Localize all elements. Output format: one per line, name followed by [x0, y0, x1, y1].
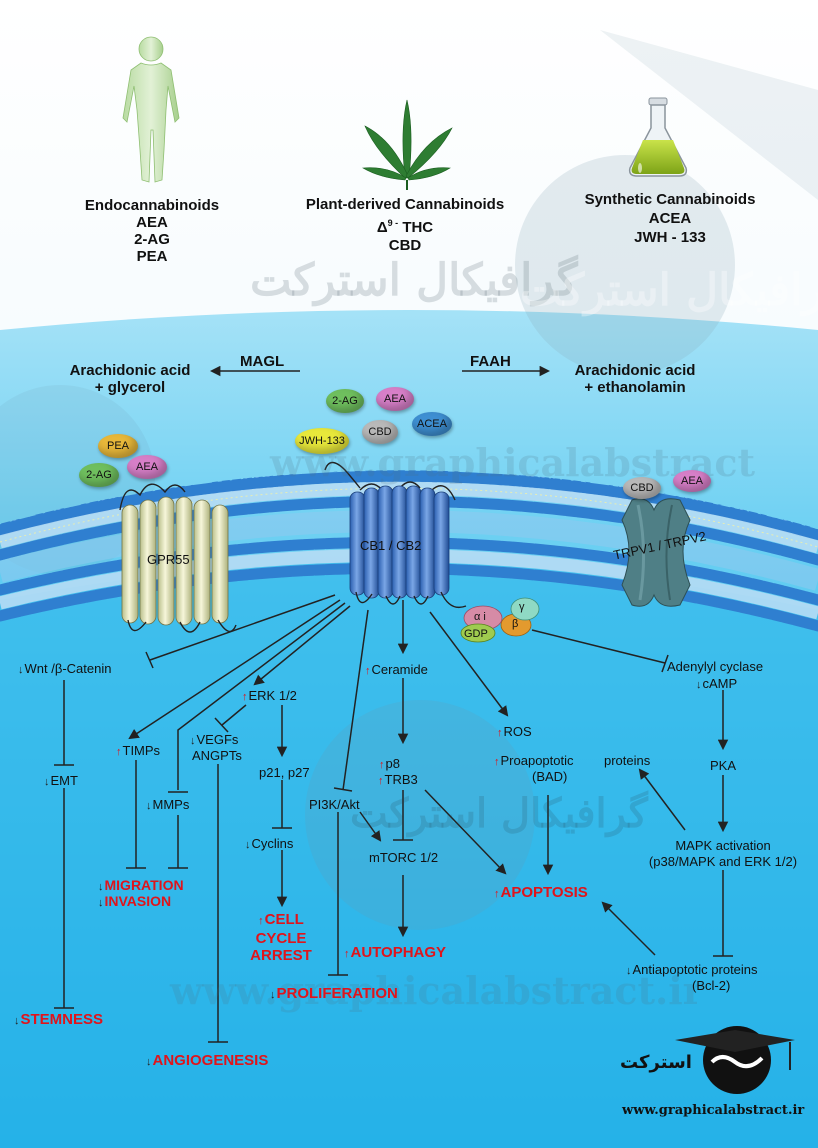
ligand-cbd: CBD [362, 420, 398, 444]
angpts-node: ANGPTs [192, 748, 242, 763]
cyclins-node: Cyclins [245, 836, 294, 851]
endocannabinoids-title: Endocannabinoids [84, 197, 220, 214]
mapk-node: MAPK activation (p38/MAPK and ERK 1/2) [628, 838, 818, 870]
plant-cbd: CBD [388, 237, 422, 254]
footer-url: www.graphicalabstract.ir [622, 1103, 805, 1118]
ceramide-node: Ceramide [365, 662, 428, 677]
g-beta-label: β [512, 618, 519, 630]
bad-node: (BAD) [532, 769, 568, 784]
outcome-cell-cycle-arrest: CELL CYCLE ARREST [246, 911, 316, 964]
gdp-label: GDP [464, 628, 488, 640]
ligand-gpr-aea: AEA [127, 455, 167, 479]
p8-node: p8 [379, 756, 400, 771]
outcome-apoptosis: APOPTOSIS [494, 884, 588, 901]
antiapoptotic-node: Antiapoptotic proteins [626, 962, 758, 977]
ligand-pea: PEA [98, 434, 138, 458]
outcome-proliferation: PROLIFERATION [270, 985, 398, 1002]
g-alpha-label: α i [474, 611, 486, 623]
watermark-url-lower: www.graphicalabstract.ir [170, 968, 703, 1013]
ros-node: ROS [497, 724, 532, 739]
gpr55-label: GPR55 [147, 552, 190, 567]
thc-label: Δ9 - THC [285, 214, 525, 237]
ligand-acea: ACEA [412, 412, 452, 436]
endocannabinoids-block: Endocannabinoids AEA 2-AG PEA [62, 197, 242, 265]
faah-label: FAAH [470, 353, 511, 370]
faah-product-line-2: + ethanolamin [584, 379, 686, 396]
g-protein-shape [460, 597, 540, 643]
footer-logo-icon [675, 1026, 795, 1094]
camp-node: cAMP [696, 676, 738, 691]
cell-cycle-line-1: CELL [246, 911, 316, 930]
ligand-jwh133: JWH-133 [295, 428, 349, 454]
proteins-node: proteins [604, 753, 651, 768]
gpr55-receptor-shape [119, 483, 237, 633]
emt-node: EMT [44, 773, 78, 788]
timps-node: TIMPs [116, 743, 161, 758]
synthetic-cannabinoids-block: Synthetic Cannabinoids ACEA JWH - 133 [560, 190, 780, 247]
cell-cycle-line-2: CYCLE [255, 930, 307, 947]
synthetic-cannabinoids-title: Synthetic Cannabinoids [584, 191, 756, 208]
magl-product-line-2: + glycerol [94, 379, 166, 396]
outcome-migration: MIGRATION [98, 877, 184, 893]
ligand-trpv-aea: AEA [673, 470, 711, 492]
bcl2-node: (Bcl-2) [692, 978, 731, 993]
mapk-line-2: (p38/MAPK and ERK 1/2) [648, 854, 798, 869]
pka-node: PKA [710, 758, 737, 773]
trb3-node: TRB3 [378, 772, 418, 787]
faah-products: Arachidonic acid + ethanolamin [560, 362, 710, 396]
cannabis-leaf-icon [362, 99, 453, 190]
synthetic-jwh: JWH - 133 [634, 229, 706, 246]
cb-receptor-label: CB1 / CB2 [360, 538, 422, 553]
outcome-invasion: INVASION [98, 893, 172, 909]
faah-product-line-1: Arachidonic acid [574, 362, 696, 379]
mapk-line-1: MAPK activation [675, 838, 771, 853]
synthetic-acea: ACEA [648, 210, 692, 227]
plant-cannabinoids-title: Plant-derived Cannabinoids [305, 196, 505, 213]
ligand-2ag: 2-AG [326, 389, 364, 413]
thc-delta: Δ [376, 219, 388, 236]
g-gamma-label: γ [519, 601, 525, 613]
plant-cannabinoids-block: Plant-derived Cannabinoids Δ9 - THC CBD [285, 196, 525, 255]
outcome-angiogenesis: ANGIOGENESIS [146, 1052, 269, 1069]
flask-icon [628, 97, 688, 177]
mtorc-node: mTORC 1/2 [369, 850, 439, 865]
trpv-channel-shape [621, 498, 691, 607]
erk-node: ERK 1/2 [242, 688, 297, 703]
magl-products: Arachidonic acid + glycerol [55, 362, 205, 396]
p21-node: p21, p27 [259, 765, 310, 780]
pi3k-node: PI3K/Akt [309, 797, 360, 812]
watermark-brand-circle: گرافیکال استرکت [520, 265, 818, 316]
magl-label: MAGL [240, 353, 285, 370]
vegfs-node: VEGFs [190, 732, 239, 747]
ligand-gpr-2ag: 2-AG [79, 463, 119, 487]
watermark-brand: گرافیکال استرکت [250, 255, 578, 306]
proapoptotic-node: Proapoptotic [494, 753, 574, 768]
cb-receptor-shape [324, 461, 467, 609]
ligand-trpv-cbd: CBD [623, 477, 661, 499]
adenylyl-cyclase-node: Adenylyl cyclase [667, 659, 764, 674]
ligand-aea: AEA [376, 387, 414, 411]
human-figure-icon [122, 36, 180, 183]
thc-name: THC [402, 219, 434, 236]
outcome-autophagy: AUTOPHAGY [344, 944, 447, 961]
thc-superscript: 9 - [387, 218, 399, 228]
footer-brand: استرکت [620, 1052, 692, 1073]
cell-cycle-line-3: ARREST [250, 947, 312, 964]
mmps-node: MMPs [146, 797, 190, 812]
magl-product-line-1: Arachidonic acid [69, 362, 191, 379]
outcome-stemness: STEMNESS [14, 1011, 104, 1028]
endocannabinoid-2ag: 2-AG [134, 231, 170, 248]
endocannabinoid-pea: PEA [136, 248, 168, 265]
wnt-node: Wnt /β-Catenin [18, 661, 112, 676]
watermark-brand-center: گرافیکال استرکت [350, 790, 648, 837]
endocannabinoid-aea: AEA [136, 214, 168, 231]
